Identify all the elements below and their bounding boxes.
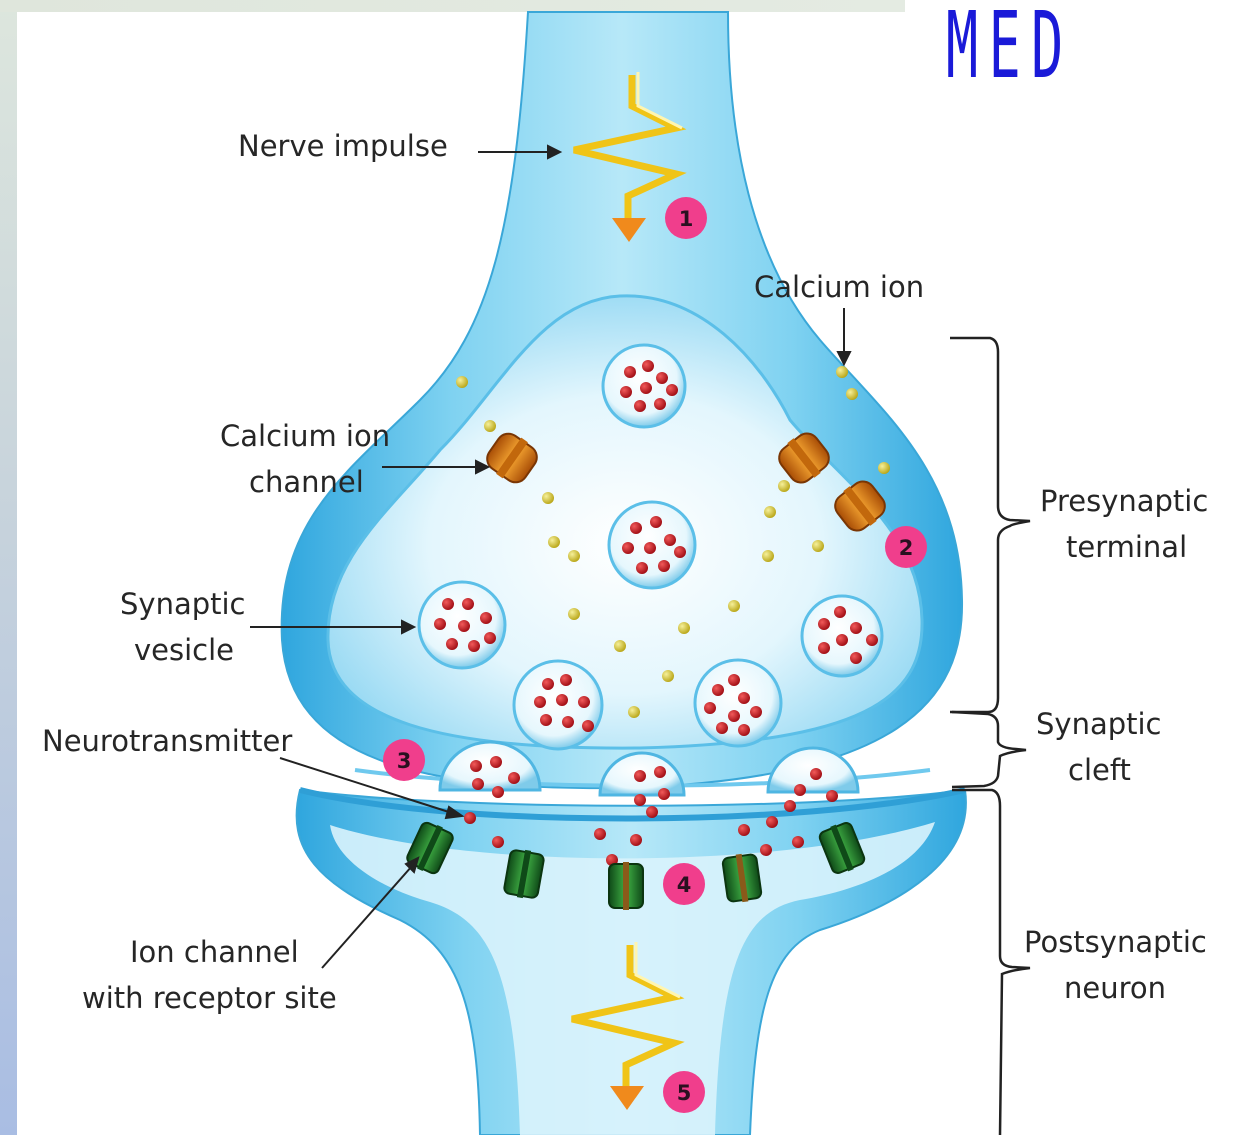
step-badge-4: 4 [663,863,705,905]
label-ion-channel-2: with receptor site [82,981,337,1015]
step-badge-5: 5 [663,1071,705,1113]
label-calcium-ion: Calcium ion [754,270,924,304]
step-badge-3: 3 [383,739,425,781]
label-synaptic-vesicle: Synaptic [120,587,246,621]
svg-text:4: 4 [677,873,692,897]
right-braces [950,338,1030,1135]
label-nerve-impulse: Nerve impulse [238,129,448,163]
label-ion-channel: Ion channel [130,935,299,969]
svg-text:2: 2 [899,536,914,560]
label-neurotransmitter: Neurotransmitter [42,724,292,758]
step-badge-2: 2 [885,526,927,568]
label-synaptic-vesicle-2: vesicle [134,633,234,667]
label-calcium-ion-channel-2: channel [249,465,364,499]
label-postsynaptic-2: neuron [1064,971,1166,1005]
label-presynaptic: Presynaptic [1040,484,1208,518]
label-synaptic-cleft: Synaptic [1036,707,1162,741]
label-postsynaptic: Postsynaptic [1024,925,1207,959]
step-badge-1: 1 [665,197,707,239]
label-calcium-ion-channel: Calcium ion [220,419,390,453]
label-presynaptic-2: terminal [1066,530,1187,564]
label-synaptic-cleft-2: cleft [1068,753,1131,787]
svg-text:3: 3 [397,749,412,773]
svg-text:1: 1 [679,207,694,231]
svg-text:5: 5 [677,1081,692,1105]
